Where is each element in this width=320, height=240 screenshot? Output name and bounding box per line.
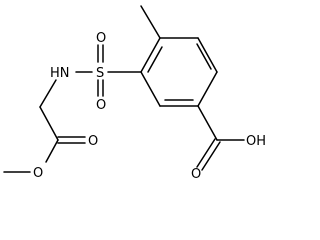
acid-carbonyl-bond xyxy=(196,138,216,168)
ring-bond xyxy=(197,37,218,73)
sulfonyl-oxygen-bottom-label: O xyxy=(96,98,106,113)
ring-bond xyxy=(197,71,218,107)
benzene-ring xyxy=(140,37,218,107)
acid-carbonyl-oxygen-label: O xyxy=(191,167,201,182)
glycine-ester-chain: HN O O xyxy=(3,66,98,181)
ester-ether-oxygen-label: O xyxy=(33,166,43,181)
ring-double-bond xyxy=(196,43,212,70)
acid-carbonyl-bond xyxy=(201,141,221,171)
ring-bond xyxy=(140,71,161,107)
chemical-structure: O OH S O O HN O O xyxy=(3,5,266,182)
methyl-bond xyxy=(140,5,161,39)
amine-label: HN xyxy=(50,66,70,81)
ester-carbonyl-oxygen-label: O xyxy=(88,134,98,149)
methylene-carbonyl-bond xyxy=(39,106,59,141)
sulfonyl-oxygen-top-label: O xyxy=(96,31,106,46)
carbonyl-ether-oxygen-bond xyxy=(45,139,59,163)
sulfonyl-group: S O O xyxy=(75,31,142,113)
ring-bond xyxy=(140,37,161,73)
nitrogen-methylene-bond xyxy=(39,79,57,108)
sulfur-label: S xyxy=(96,66,104,81)
carboxylic-acid-group: O OH xyxy=(191,105,266,182)
ring-double-bond xyxy=(147,46,163,73)
acid-carbon-bond xyxy=(197,105,218,141)
acid-hydroxyl-label: OH xyxy=(246,134,266,149)
